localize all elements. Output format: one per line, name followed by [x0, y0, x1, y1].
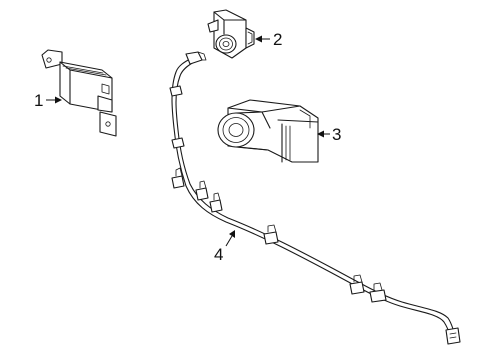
callout-4-label: 4: [214, 245, 223, 264]
part-module: [41, 49, 117, 137]
callout-3: 3: [317, 125, 341, 144]
callout-3-label: 3: [332, 125, 341, 144]
callout-3-arrowhead: [317, 130, 324, 138]
callout-2-arrowhead: [255, 35, 262, 43]
callout-2: 2: [255, 30, 282, 49]
part-sensor-large: [217, 99, 319, 163]
callout-1-arrowhead: [55, 96, 62, 104]
callout-4: 4: [214, 230, 235, 264]
part-wiring-harness: [169, 51, 461, 345]
callout-2-label: 2: [273, 30, 282, 49]
callout-4-arrowhead: [229, 230, 235, 238]
callout-4-leader: [225, 235, 233, 247]
part-sensor-small: [207, 9, 255, 59]
callout-1-label: 1: [34, 91, 43, 110]
callout-1: 1: [34, 91, 62, 110]
